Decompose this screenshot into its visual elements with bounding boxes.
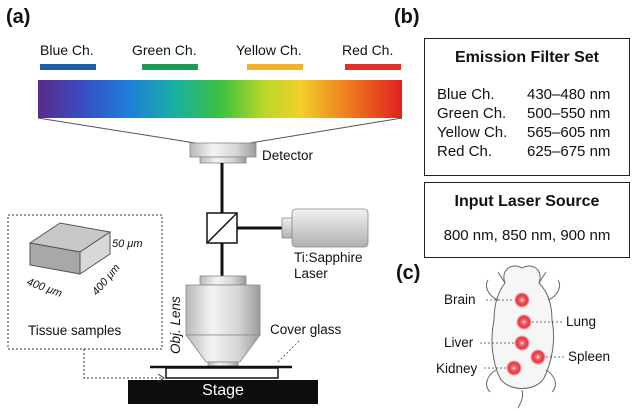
laser-source-box: Input Laser Source 800 nm, 850 nm, 900 n… bbox=[424, 182, 630, 258]
laser-label-line1: Ti:Sapphire bbox=[294, 250, 363, 265]
laser-source-title: Input Laser Source bbox=[454, 193, 600, 210]
laser-label: Ti:Sapphire Laser bbox=[294, 250, 363, 282]
tissue-samples-label: Tissue samples bbox=[28, 323, 122, 338]
filter-name: Red Ch. bbox=[437, 143, 493, 160]
sample-holder bbox=[165, 367, 279, 379]
channel-label-green: Green Ch. bbox=[132, 42, 197, 58]
panel-label-a: (a) bbox=[6, 6, 31, 28]
objective-lens bbox=[185, 275, 261, 367]
filter-row-red: Red Ch. 625–675 nm bbox=[437, 142, 629, 161]
panel-label-c: (c) bbox=[396, 262, 421, 284]
cover-glass-label: Cover glass bbox=[270, 322, 342, 337]
filter-range: 565–605 nm bbox=[527, 124, 611, 141]
filter-name: Blue Ch. bbox=[437, 86, 495, 103]
channel-label-blue: Blue Ch. bbox=[40, 42, 94, 58]
stage-label: Stage bbox=[202, 382, 244, 399]
stage-body bbox=[128, 380, 318, 404]
filter-range: 500–550 nm bbox=[527, 105, 611, 122]
tissue-dim-height: 50 μm bbox=[112, 238, 143, 250]
tissue-box bbox=[7, 214, 163, 350]
organ-kidney bbox=[506, 360, 522, 376]
laser-body bbox=[281, 208, 369, 248]
filter-row-yellow: Yellow Ch. 565–605 nm bbox=[437, 123, 629, 142]
laser-source-values: 800 nm, 850 nm, 900 nm bbox=[443, 227, 611, 244]
filter-name: Yellow Ch. bbox=[437, 124, 508, 141]
tissue-block bbox=[28, 222, 112, 275]
detector bbox=[189, 142, 257, 164]
organ-label-lung: Lung bbox=[566, 314, 597, 329]
channel-bar-yellow bbox=[247, 64, 303, 70]
filter-row-blue: Blue Ch. 430–480 nm bbox=[437, 85, 629, 104]
organ-label-liver: Liver bbox=[444, 335, 474, 350]
organ-label-spleen: Spleen bbox=[568, 349, 611, 364]
spectrum-bar bbox=[38, 80, 402, 118]
panel-label-b: (b) bbox=[394, 6, 420, 28]
objective-label: Obj. Lens bbox=[168, 296, 183, 354]
detector-label: Detector bbox=[262, 148, 314, 163]
funnel-line-right bbox=[249, 117, 403, 144]
beam-splitter bbox=[206, 212, 238, 244]
filter-range: 430–480 nm bbox=[527, 86, 611, 103]
emission-filter-box: Emission Filter Set Blue Ch. 430–480 nm … bbox=[424, 38, 630, 176]
organ-brain bbox=[514, 292, 530, 308]
filter-range: 625–675 nm bbox=[527, 143, 611, 160]
organ-liver bbox=[514, 335, 530, 351]
organ-spleen bbox=[530, 349, 546, 365]
laser-label-line2: Laser bbox=[294, 266, 328, 281]
tissue-leader bbox=[83, 349, 164, 379]
channel-label-red: Red Ch. bbox=[342, 42, 394, 58]
organ-lung bbox=[516, 314, 532, 330]
cover-glass-leader bbox=[277, 339, 301, 363]
emission-filter-table: Blue Ch. 430–480 nm Green Ch. 500–550 nm… bbox=[437, 85, 629, 161]
organ-label-kidney: Kidney bbox=[436, 361, 478, 376]
channel-bar-green bbox=[142, 64, 198, 70]
funnel-line-left bbox=[37, 117, 196, 144]
emission-filter-title: Emission Filter Set bbox=[454, 49, 600, 66]
organ-label-brain: Brain bbox=[444, 292, 476, 307]
channel-bar-red bbox=[345, 64, 401, 70]
filter-name: Green Ch. bbox=[437, 105, 507, 122]
channel-label-yellow: Yellow Ch. bbox=[236, 42, 302, 58]
channel-bar-blue bbox=[40, 64, 96, 70]
filter-row-green: Green Ch. 500–550 nm bbox=[437, 104, 629, 123]
